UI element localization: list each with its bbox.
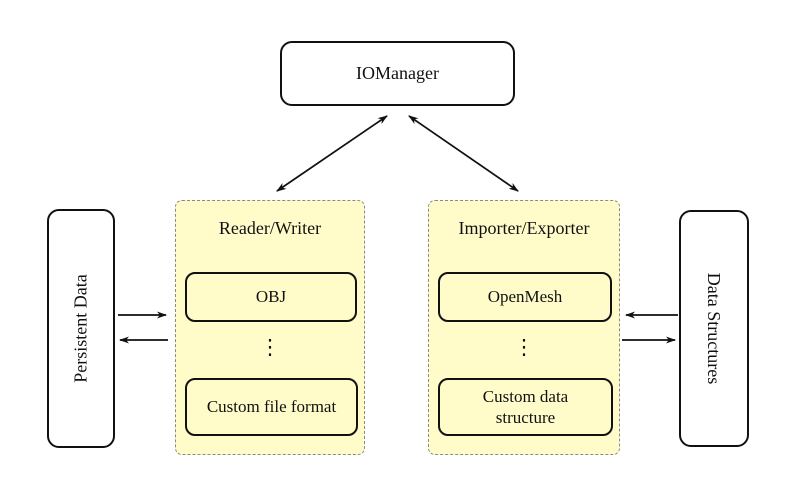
arrow-iomanager-readerwriter bbox=[276, 115, 388, 192]
reader-writer-ellipsis: ⋮ bbox=[259, 335, 281, 359]
data-structures-box: Data Structures bbox=[679, 210, 749, 447]
persistent-data-box: Persistent Data bbox=[47, 209, 115, 448]
importer-exporter-ellipsis: ⋮ bbox=[513, 335, 535, 359]
arrow-iomanager-importerexporter bbox=[408, 115, 519, 192]
iomanager-label: IOManager bbox=[356, 63, 439, 83]
importer-exporter-title: Importer/Exporter bbox=[458, 218, 590, 238]
persistent-data-label: Persistent Data bbox=[70, 274, 91, 383]
obj-box: OBJ bbox=[185, 272, 357, 322]
importer-exporter-group: Importer/Exporter OpenMesh ⋮ Custom data… bbox=[428, 200, 620, 455]
custom-file-format-box: Custom file format bbox=[185, 378, 358, 436]
data-structures-label: Data Structures bbox=[704, 272, 725, 385]
iomanager-box: IOManager bbox=[280, 41, 515, 106]
reader-writer-group: Reader/Writer OBJ ⋮ Custom file format bbox=[175, 200, 365, 455]
custom-data-structure-label: Custom data structure bbox=[482, 386, 569, 427]
openmesh-label: OpenMesh bbox=[487, 287, 563, 307]
openmesh-box: OpenMesh bbox=[438, 272, 612, 322]
reader-writer-title: Reader/Writer bbox=[218, 218, 322, 238]
custom-data-structure-box: Custom data structure bbox=[438, 378, 613, 436]
obj-label: OBJ bbox=[255, 287, 287, 307]
custom-file-format-label: Custom file format bbox=[206, 397, 337, 417]
